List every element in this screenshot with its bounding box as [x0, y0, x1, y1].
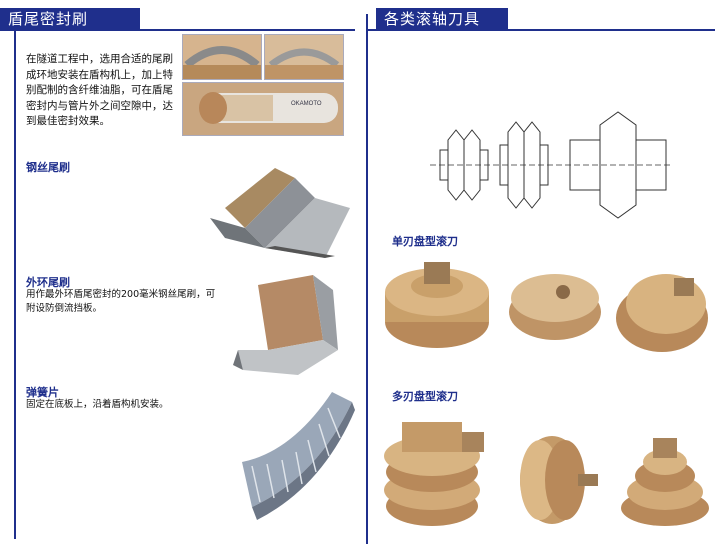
seal-photo-2	[264, 34, 344, 80]
right-vertical-rule	[366, 14, 368, 544]
multi-edge-cutter-2	[510, 430, 600, 530]
intro-text: 在隧道工程中，选用合适的尾刷成环地安装在盾构机上，加上特别配制的含纤维油脂，可在…	[26, 53, 173, 127]
item-desc-outer-ring-brush: 用作最外环盾尾密封的200毫米钢丝尾刷，可附设防倒流挡板。	[26, 289, 216, 314]
item-title-spring-plate: 弹簧片	[26, 386, 59, 399]
seal-photo-3: OKAMOTO	[182, 82, 344, 136]
photo-brand-label: OKAMOTO	[291, 101, 322, 107]
multi-edge-cutter-1	[380, 410, 490, 530]
seal-photo-1	[182, 34, 262, 80]
item-title-wire-brush: 钢丝尾刷	[26, 161, 70, 174]
single-edge-cutter-3	[612, 260, 712, 360]
outer-ring-brush-image	[228, 270, 348, 380]
item-title-outer-ring-brush: 外环尾刷	[26, 276, 70, 289]
right-header-rule	[366, 29, 715, 31]
cutter-technical-drawing	[430, 110, 670, 220]
right-section-header: 各类滚轴刀具	[376, 8, 508, 30]
spring-plate-image	[222, 382, 357, 527]
item-title-multi-edge-cutter: 多刃盘型滚刀	[392, 390, 458, 403]
left-vertical-rule	[14, 29, 16, 539]
wire-brush-image	[205, 158, 355, 263]
right-section-title: 各类滚轴刀具	[384, 10, 481, 28]
multi-edge-cutter-3	[615, 428, 715, 528]
item-title-single-edge-cutter: 单刃盘型滚刀	[392, 235, 458, 248]
left-section-header: 盾尾密封刷	[0, 8, 140, 30]
left-header-rule	[0, 29, 355, 31]
left-section-title: 盾尾密封刷	[8, 10, 89, 28]
single-edge-cutter-2	[505, 262, 605, 342]
single-edge-cutter-1	[382, 252, 492, 352]
item-desc-spring-plate: 固定在底板上，沿着盾构机安装。	[26, 399, 169, 410]
